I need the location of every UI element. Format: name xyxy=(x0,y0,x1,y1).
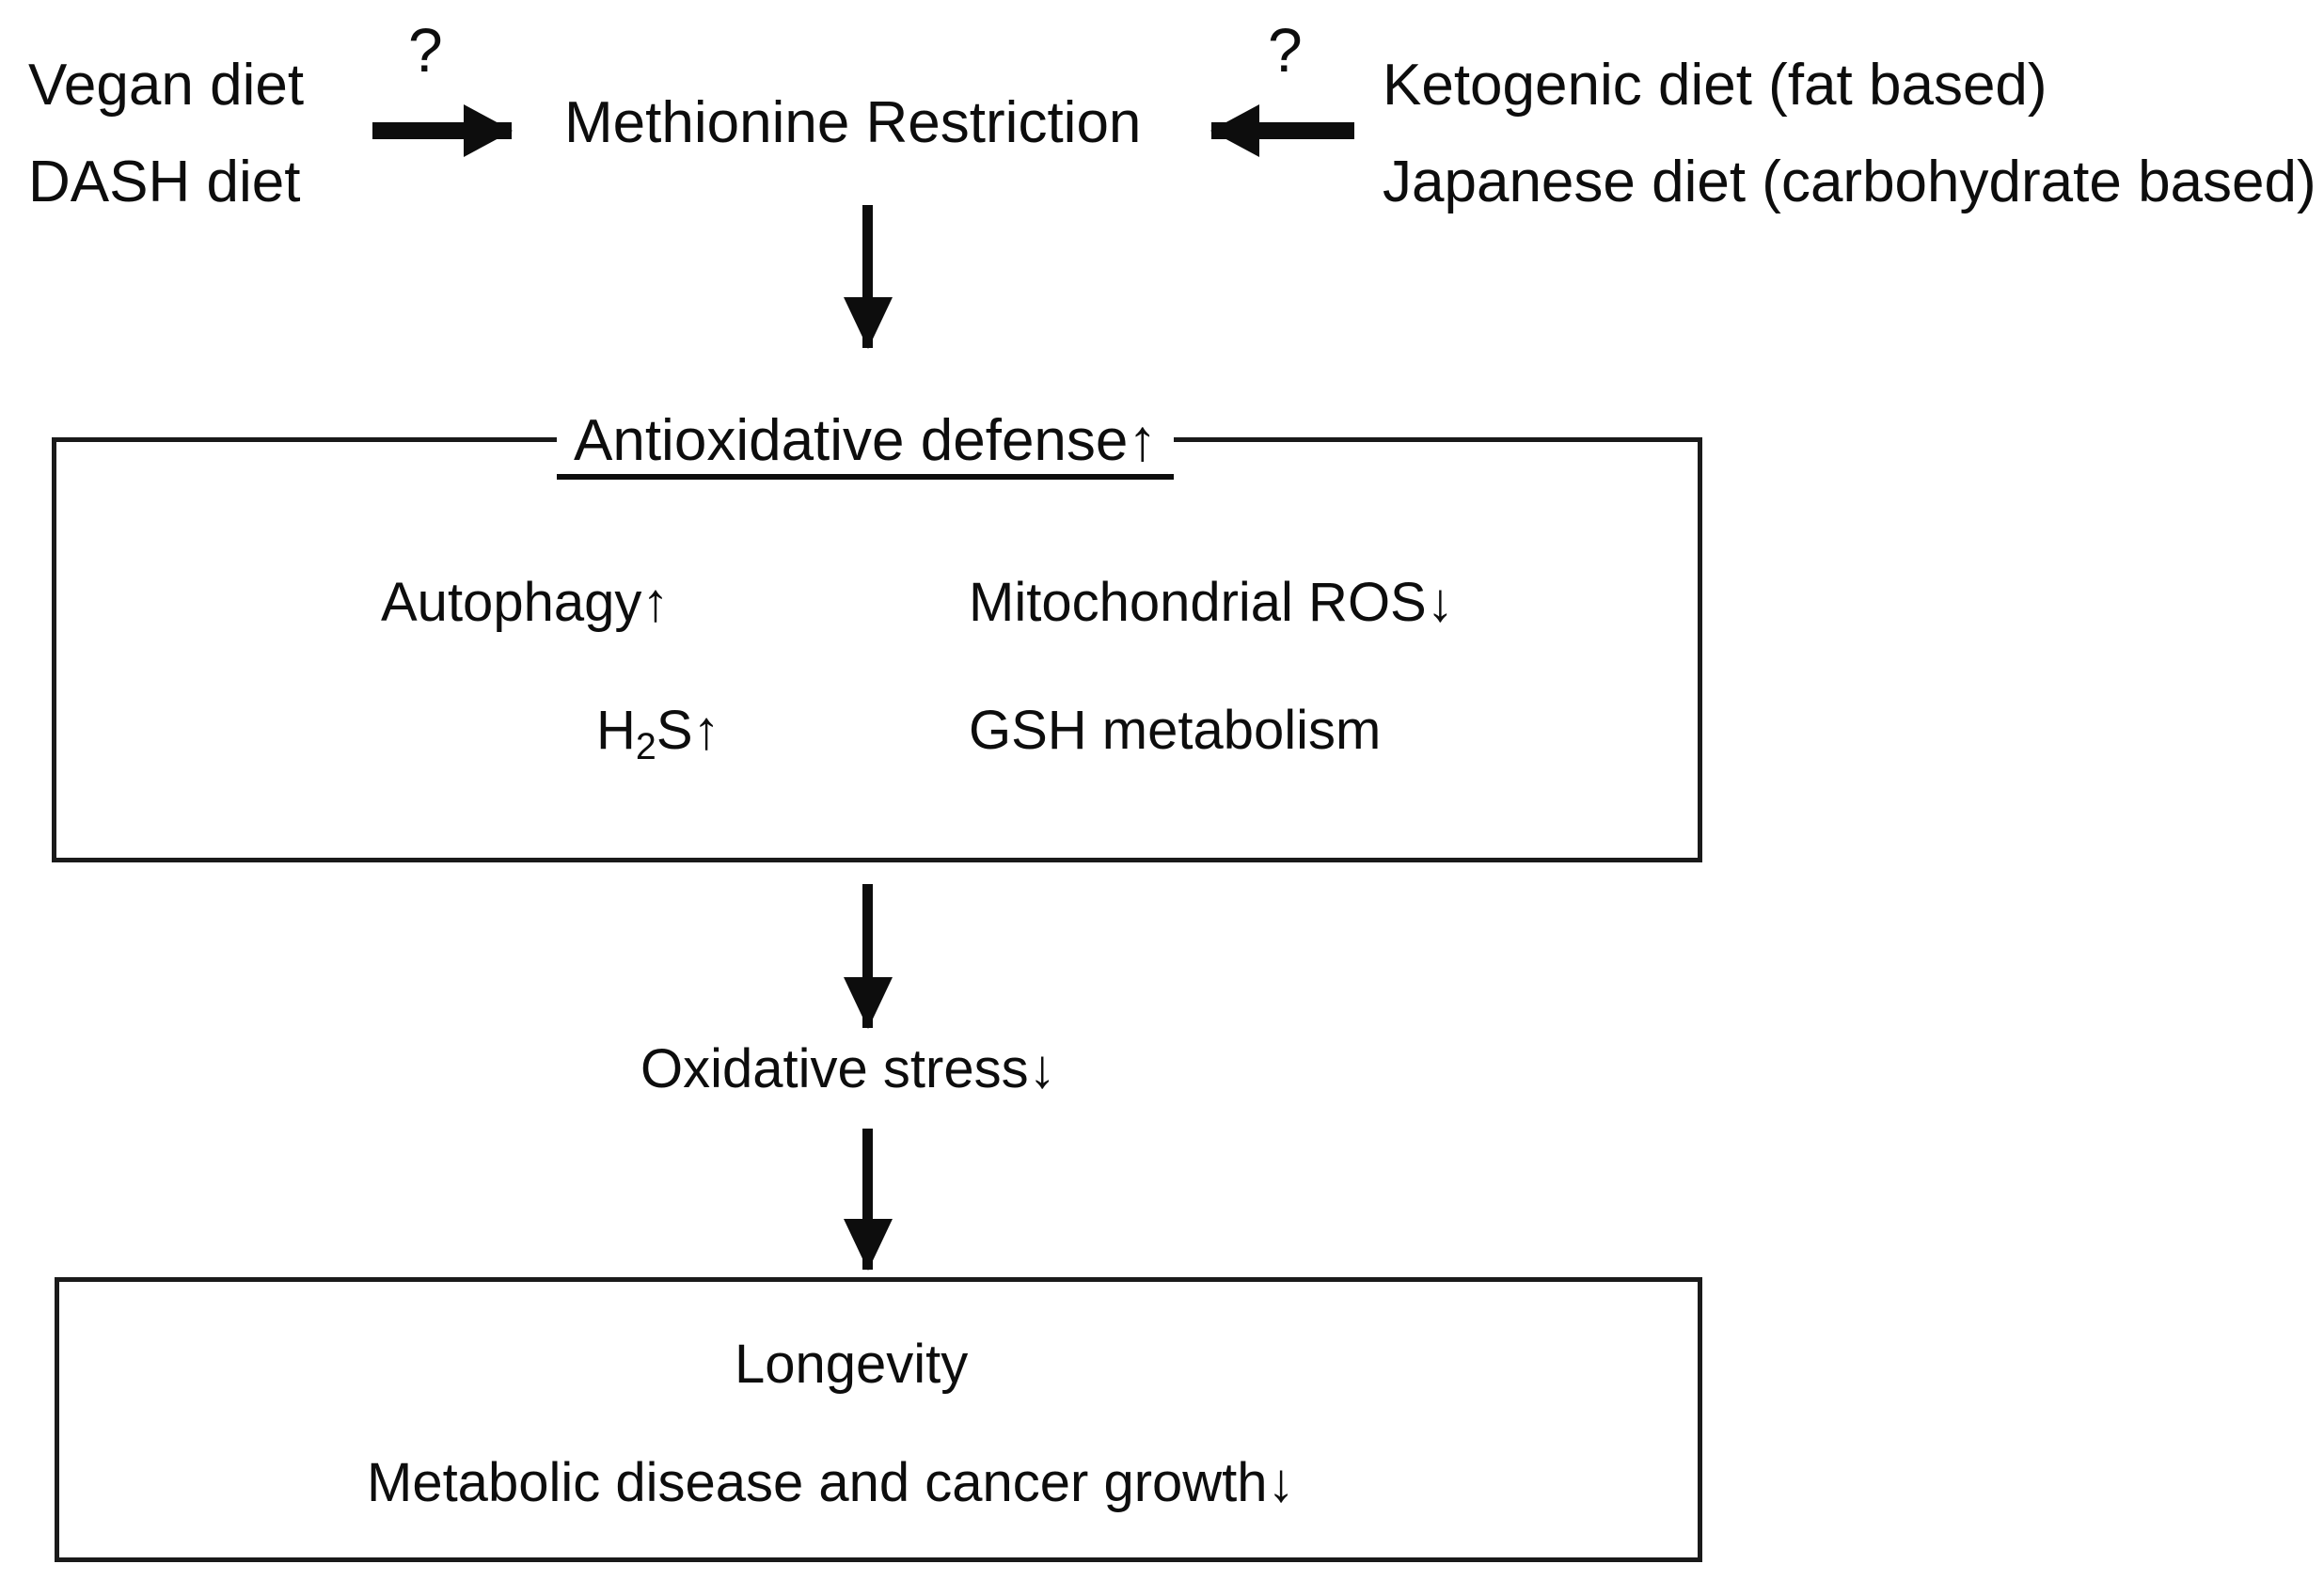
arrow-head-down-icon xyxy=(843,297,893,349)
outcome-line-longevity: Longevity xyxy=(735,1334,969,1395)
antiox-item-autophagy: Autophagy↑ xyxy=(381,572,670,633)
antiox-item-gsh-metabolism: GSH metabolism xyxy=(969,700,1382,761)
label-japanese-diet: Japanese diet (carbohydrate based) xyxy=(1383,150,2316,214)
antiox-item-h2s-prefix: H xyxy=(596,700,636,761)
antioxidative-defense-panel xyxy=(52,437,1702,862)
label-dash-diet: DASH diet xyxy=(28,150,301,214)
antiox-item-mitochondrial-ros: Mitochondrial ROS↓ xyxy=(969,572,1454,633)
antiox-item-h2s-suffix: S↑ xyxy=(656,700,720,761)
outcome-line-metabolic-disease: Metabolic disease and cancer growth↓ xyxy=(367,1452,1295,1513)
arrow-head-right-icon xyxy=(464,104,513,157)
label-ketogenic-diet: Ketogenic diet (fat based) xyxy=(1383,53,2047,118)
outcome-panel xyxy=(55,1277,1702,1562)
label-vegan-diet: Vegan diet xyxy=(28,53,305,118)
arrow-down-icon-oxidative-stress-to-outcome xyxy=(843,1129,893,1271)
antiox-item-h2s-subscript: 2 xyxy=(635,726,656,768)
node-oxidative-stress: Oxidative stress↓ xyxy=(640,1038,1056,1099)
question-mark-left: ? xyxy=(408,15,443,85)
node-methionine-restriction: Methionine Restriction xyxy=(564,90,1142,155)
antioxidative-defense-title: Antioxidative defense↑ xyxy=(557,412,1175,480)
question-mark-right: ? xyxy=(1268,15,1303,85)
arrow-down-icon-antioxidative-to-oxidative-stress xyxy=(843,884,893,1029)
arrow-head-left-icon xyxy=(1210,104,1259,157)
arrow-head-down-icon xyxy=(843,977,893,1029)
arrow-head-down-icon xyxy=(843,1219,893,1271)
arrow-down-icon-methionine-to-antioxidative xyxy=(843,205,893,349)
arrow-left-icon-right-diets-to-methionine xyxy=(1210,104,1354,157)
arrow-right-icon-left-diets-to-methionine xyxy=(372,104,513,157)
antiox-item-h2s: H2S↑ xyxy=(596,703,720,766)
